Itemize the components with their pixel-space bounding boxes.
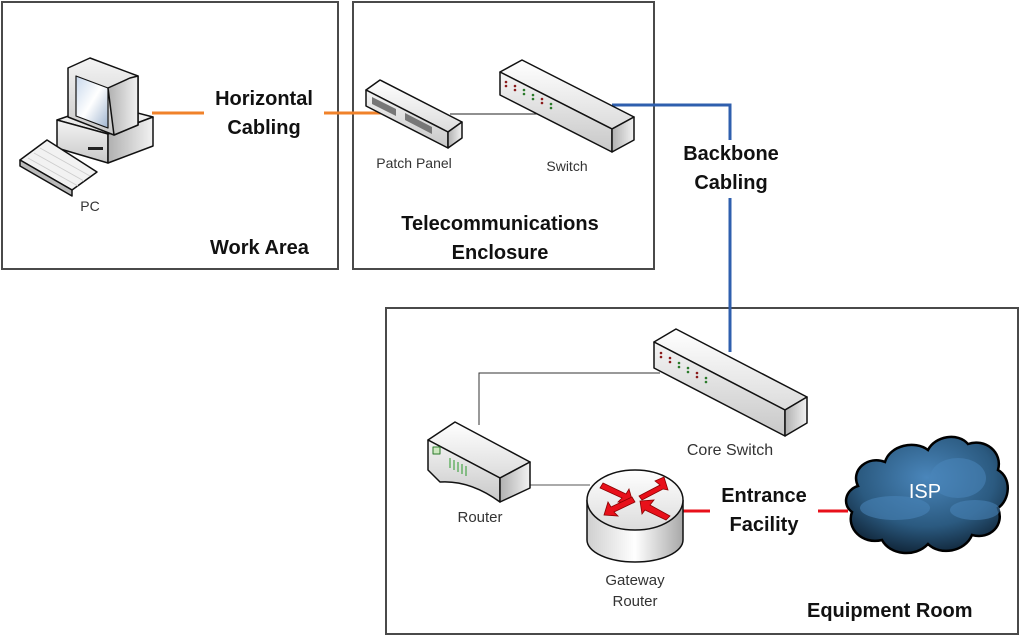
isp-label: ISP <box>908 481 942 503</box>
gateway-router-label: Gateway Router <box>585 570 685 612</box>
gateway-router-icon <box>586 469 684 563</box>
switch-label: Switch <box>546 158 588 174</box>
work-area-box <box>1 1 339 270</box>
isp-cloud-icon <box>844 435 1009 555</box>
horizontal-cabling-label-line1: Horizontal <box>215 88 313 110</box>
pc-icon <box>19 57 154 197</box>
entrance-facility-label: Entrance Facility <box>710 482 818 540</box>
telecom-enclosure-label-line2: Enclosure <box>451 242 549 264</box>
backbone-cabling-label-line1: Backbone <box>683 143 779 165</box>
entrance-facility-label-line2: Facility <box>729 514 799 536</box>
backbone-cabling-label-line2: Cabling <box>694 172 768 194</box>
telecom-enclosure-label-line1: Telecommunications <box>401 213 599 235</box>
gateway-router-label-line1: Gateway <box>605 572 665 589</box>
work-area-label: Work Area <box>210 237 309 259</box>
horizontal-cabling-label: Horizontal Cabling <box>204 85 324 143</box>
pc-label: PC <box>80 198 100 214</box>
patch-panel-icon <box>365 79 463 149</box>
core-switch-label: Core Switch <box>686 442 774 459</box>
patch-panel-label: Patch Panel <box>376 155 452 171</box>
core-switch-to-router-link <box>478 372 660 425</box>
horizontal-cabling-label-line2: Cabling <box>227 117 301 139</box>
gateway-router-label-line2: Router <box>612 593 658 610</box>
entrance-facility-label-line1: Entrance <box>721 485 807 507</box>
switch-icon <box>499 59 635 153</box>
equipment-room-box <box>385 307 1019 635</box>
core-switch-icon <box>653 328 808 437</box>
router-label: Router <box>457 509 503 526</box>
telecom-enclosure-label: Telecommunications Enclosure <box>370 210 630 268</box>
backbone-cabling-label: Backbone Cabling <box>668 140 794 198</box>
router-icon <box>427 421 531 503</box>
telecom-enclosure-box <box>352 1 655 270</box>
equipment-room-label: Equipment Room <box>807 600 973 622</box>
backbone-cabling-line <box>612 103 732 352</box>
